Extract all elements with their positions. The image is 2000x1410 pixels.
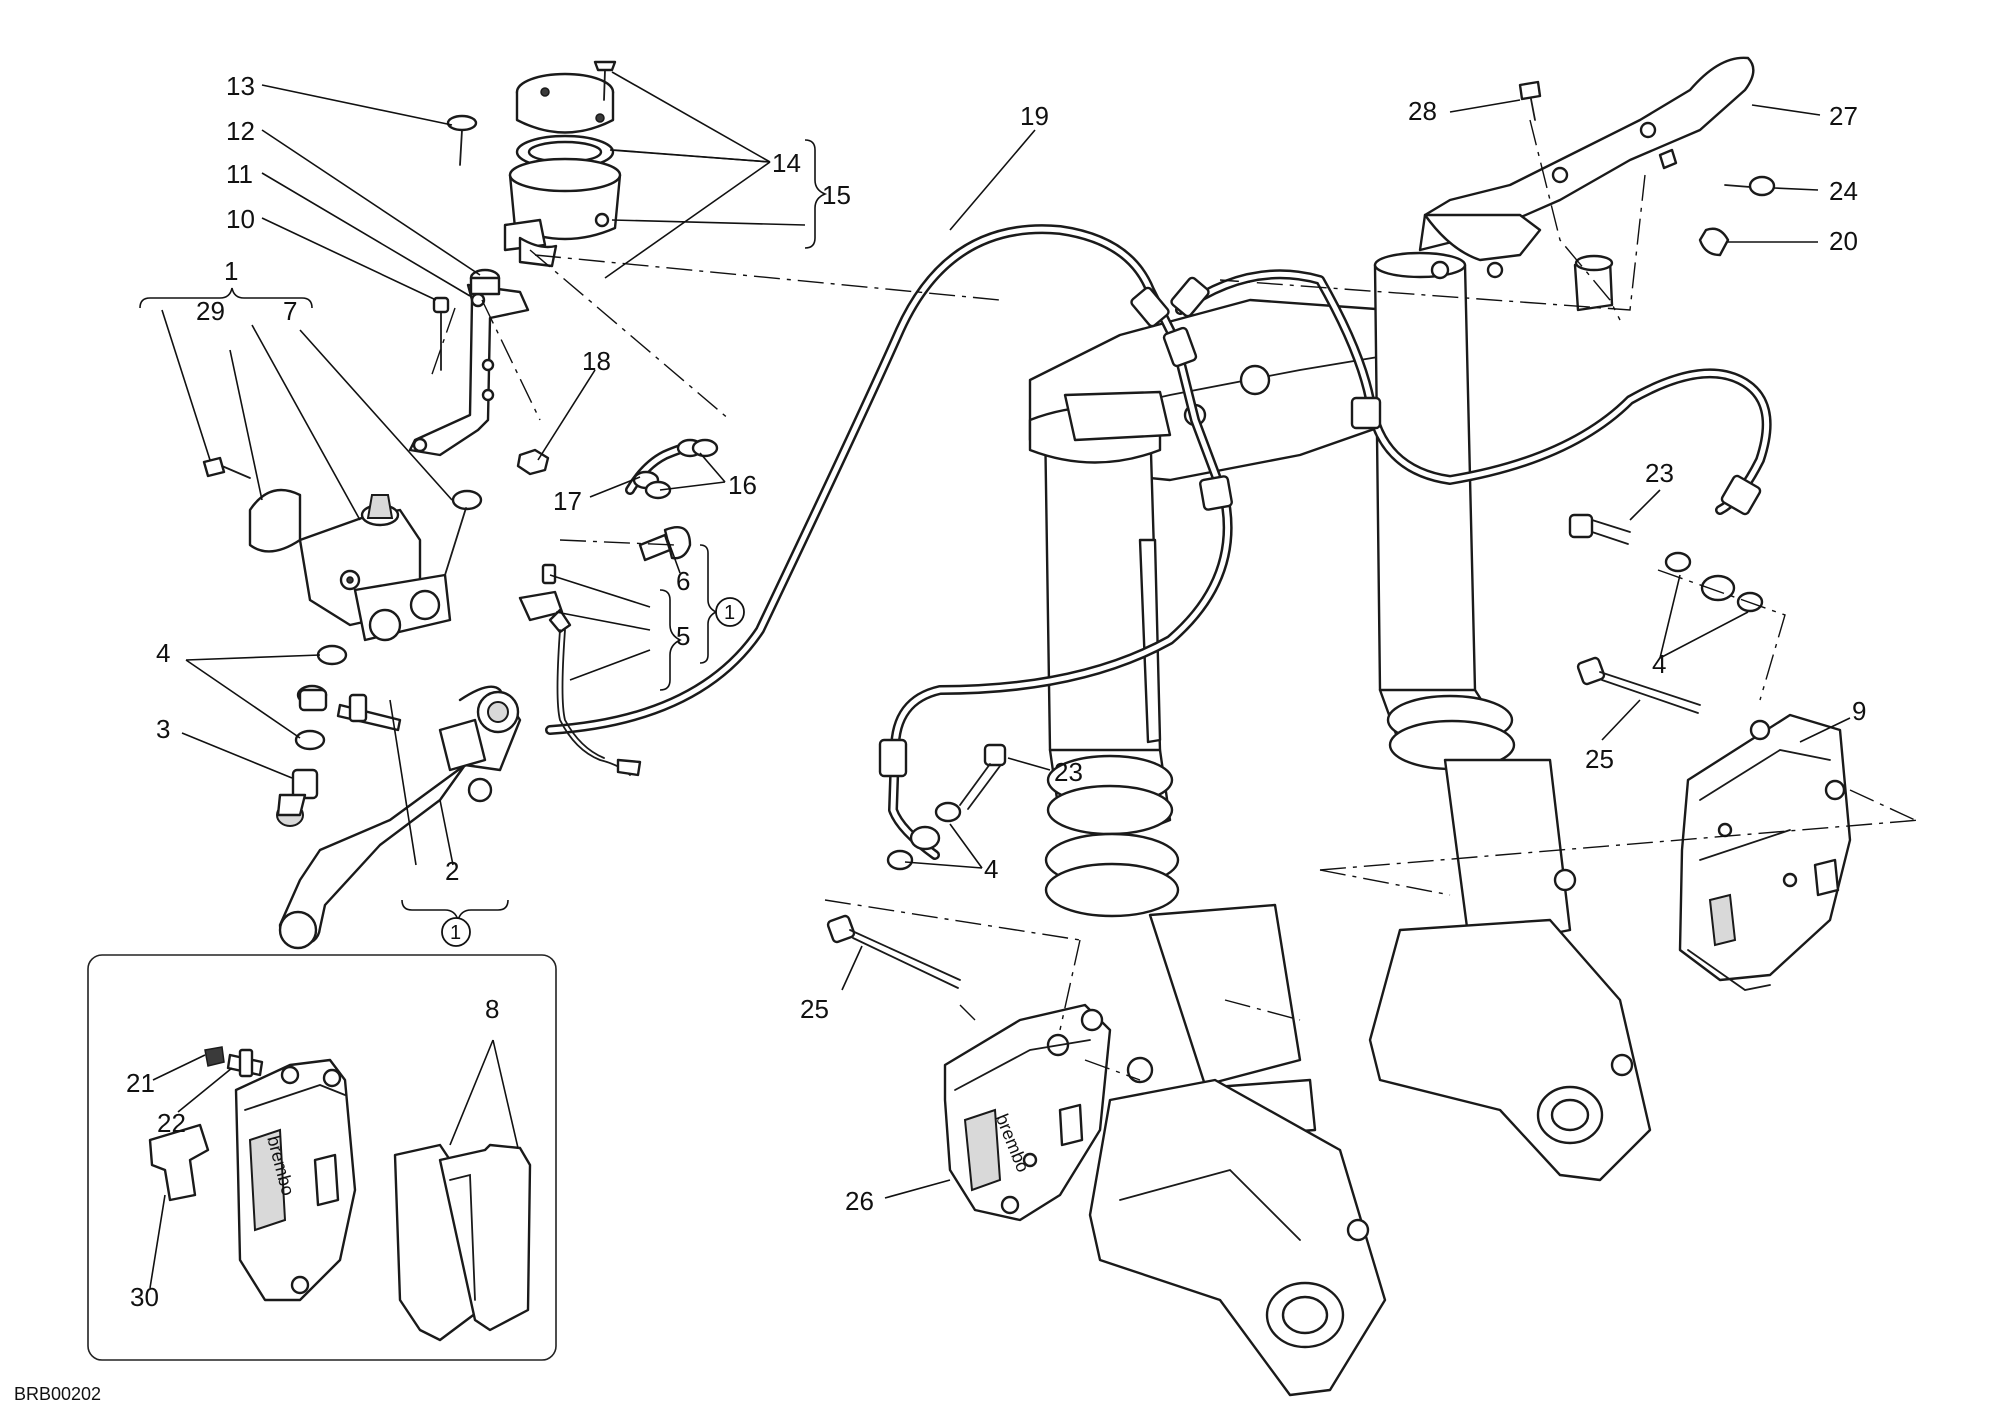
- callout-leaders: [149, 71, 1851, 1289]
- brake-hose-19: [545, 224, 1772, 860]
- callout-28: 28: [1408, 96, 1437, 126]
- caliper-left-26: brembo: [943, 1003, 1112, 1222]
- callout-6: 6: [676, 566, 690, 596]
- callout-26: 26: [845, 1186, 874, 1216]
- group-braces: [139, 139, 828, 923]
- group-marker-lower: 1: [441, 917, 471, 947]
- callout-9: 9: [1852, 696, 1866, 726]
- callout-23-right: 23: [1645, 458, 1674, 488]
- front-fork-assembly: [1028, 251, 1652, 1397]
- callout-8: 8: [485, 994, 499, 1024]
- callout-22: 22: [157, 1108, 186, 1138]
- callout-19: 19: [1020, 101, 1049, 131]
- callout-7: 7: [283, 296, 297, 326]
- callout-17: 17: [553, 486, 582, 516]
- callout-11: 11: [226, 159, 253, 189]
- callout-14: 14: [772, 148, 801, 178]
- callout-2: 2: [445, 856, 459, 886]
- drawing-code: BRB00202: [14, 1384, 101, 1404]
- handlebar-clamp-assembly: [1418, 56, 1776, 312]
- callout-4-left: 4: [156, 638, 170, 668]
- caliper-right-9: [1678, 713, 1852, 991]
- callout-29: 29: [196, 296, 225, 326]
- callout-4-right: 4: [1652, 649, 1666, 679]
- master-cylinder-assembly: [202, 60, 719, 950]
- callout-10: 10: [226, 204, 255, 234]
- callout-labels: 13 12 11 10 1 29 7 14 15 18 17 16 6 5 4 …: [126, 71, 1866, 1312]
- callout-23-mid: 23: [1054, 757, 1083, 787]
- callout-25-right: 25: [1585, 744, 1614, 774]
- callout-3: 3: [156, 714, 170, 744]
- callout-30: 30: [130, 1282, 159, 1312]
- callout-18: 18: [582, 346, 611, 376]
- callout-13: 13: [226, 71, 255, 101]
- group-marker-lower-label: 1: [450, 922, 461, 944]
- callout-1: 1: [224, 256, 238, 286]
- caliper-bolts-25: [826, 513, 1764, 989]
- group-marker-upper: 1: [715, 597, 745, 627]
- alignment-lines: [429, 119, 1921, 1081]
- callout-20: 20: [1829, 226, 1858, 256]
- callout-5: 5: [676, 621, 690, 651]
- callout-15: 15: [822, 180, 851, 210]
- callout-24: 24: [1829, 176, 1858, 206]
- group-marker-upper-label: 1: [724, 602, 735, 624]
- caliper-detail-inset: brembo: [87, 954, 557, 1361]
- callout-21: 21: [126, 1068, 155, 1098]
- callout-25-left: 25: [800, 994, 829, 1024]
- callout-27: 27: [1829, 101, 1858, 131]
- callout-4-mid: 4: [984, 854, 998, 884]
- callout-12: 12: [226, 116, 255, 146]
- callout-16: 16: [728, 470, 757, 500]
